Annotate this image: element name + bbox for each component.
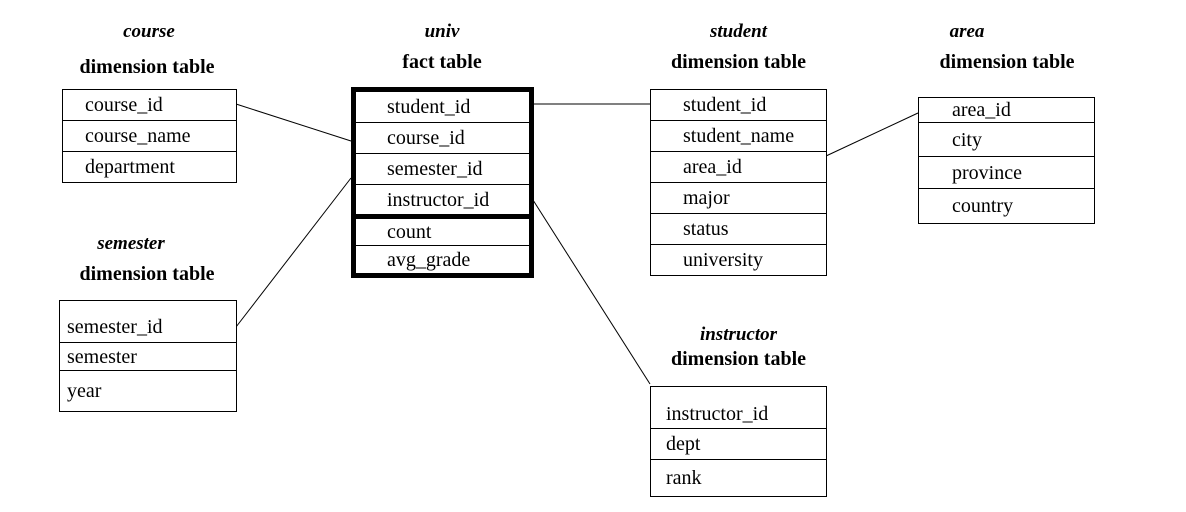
table-row: course_id — [356, 123, 529, 154]
student-table-name: student — [709, 21, 768, 42]
table-row: student_id — [651, 90, 826, 121]
table-row: department — [85, 156, 175, 178]
table-row: area_id — [651, 152, 826, 183]
table-row: university — [683, 249, 763, 271]
student-dimension-table: student_id student_name area_id major st… — [650, 89, 827, 276]
univ-fact-table: student_id course_id semester_id instruc… — [351, 87, 534, 278]
table-row: avg_grade — [387, 248, 471, 271]
area-table-kind: dimension table — [939, 51, 1075, 73]
instructor-dimension-table: instructor_id dept rank — [650, 386, 827, 497]
area-table-name: area — [949, 21, 985, 42]
semester-dimension-table: semester_id semester year — [59, 300, 237, 412]
link-semester — [235, 177, 352, 328]
table-row: student_id — [356, 92, 529, 123]
course-table-kind: dimension table — [79, 56, 215, 78]
course-dimension-table: course_id course_name department — [62, 89, 237, 183]
table-row: instructor_id — [356, 185, 529, 219]
semester-table-name: semester — [97, 233, 165, 254]
table-row: count — [356, 219, 529, 246]
table-row: dept — [651, 429, 826, 460]
table-row: area_id — [919, 98, 1094, 123]
instructor-table-kind: dimension table — [670, 348, 807, 370]
table-row: status — [651, 214, 826, 245]
table-row: major — [651, 183, 826, 214]
table-row: rank — [666, 467, 702, 489]
table-row: course_name — [63, 121, 236, 152]
semester-table-kind: dimension table — [79, 263, 215, 285]
table-row: country — [952, 195, 1014, 217]
link-area — [825, 112, 919, 157]
univ-table-name: univ — [424, 21, 460, 42]
student-table-kind: dimension table — [670, 51, 807, 73]
instructor-table-name: instructor — [699, 324, 778, 345]
link-course — [235, 103, 352, 142]
table-row: semester — [60, 343, 236, 371]
table-row: semester_id — [356, 154, 529, 185]
table-row: city — [919, 123, 1094, 157]
table-row: course_id — [63, 90, 236, 121]
table-row: student_name — [651, 121, 826, 152]
link-instructor — [532, 199, 651, 385]
table-row: province — [919, 157, 1094, 189]
course-table-name: course — [123, 21, 175, 42]
table-row: semester_id — [60, 301, 236, 343]
table-row: year — [67, 380, 102, 402]
area-dimension-table: area_id city province country — [918, 97, 1095, 224]
table-row: instructor_id — [651, 387, 826, 429]
univ-table-kind: fact table — [402, 51, 482, 73]
